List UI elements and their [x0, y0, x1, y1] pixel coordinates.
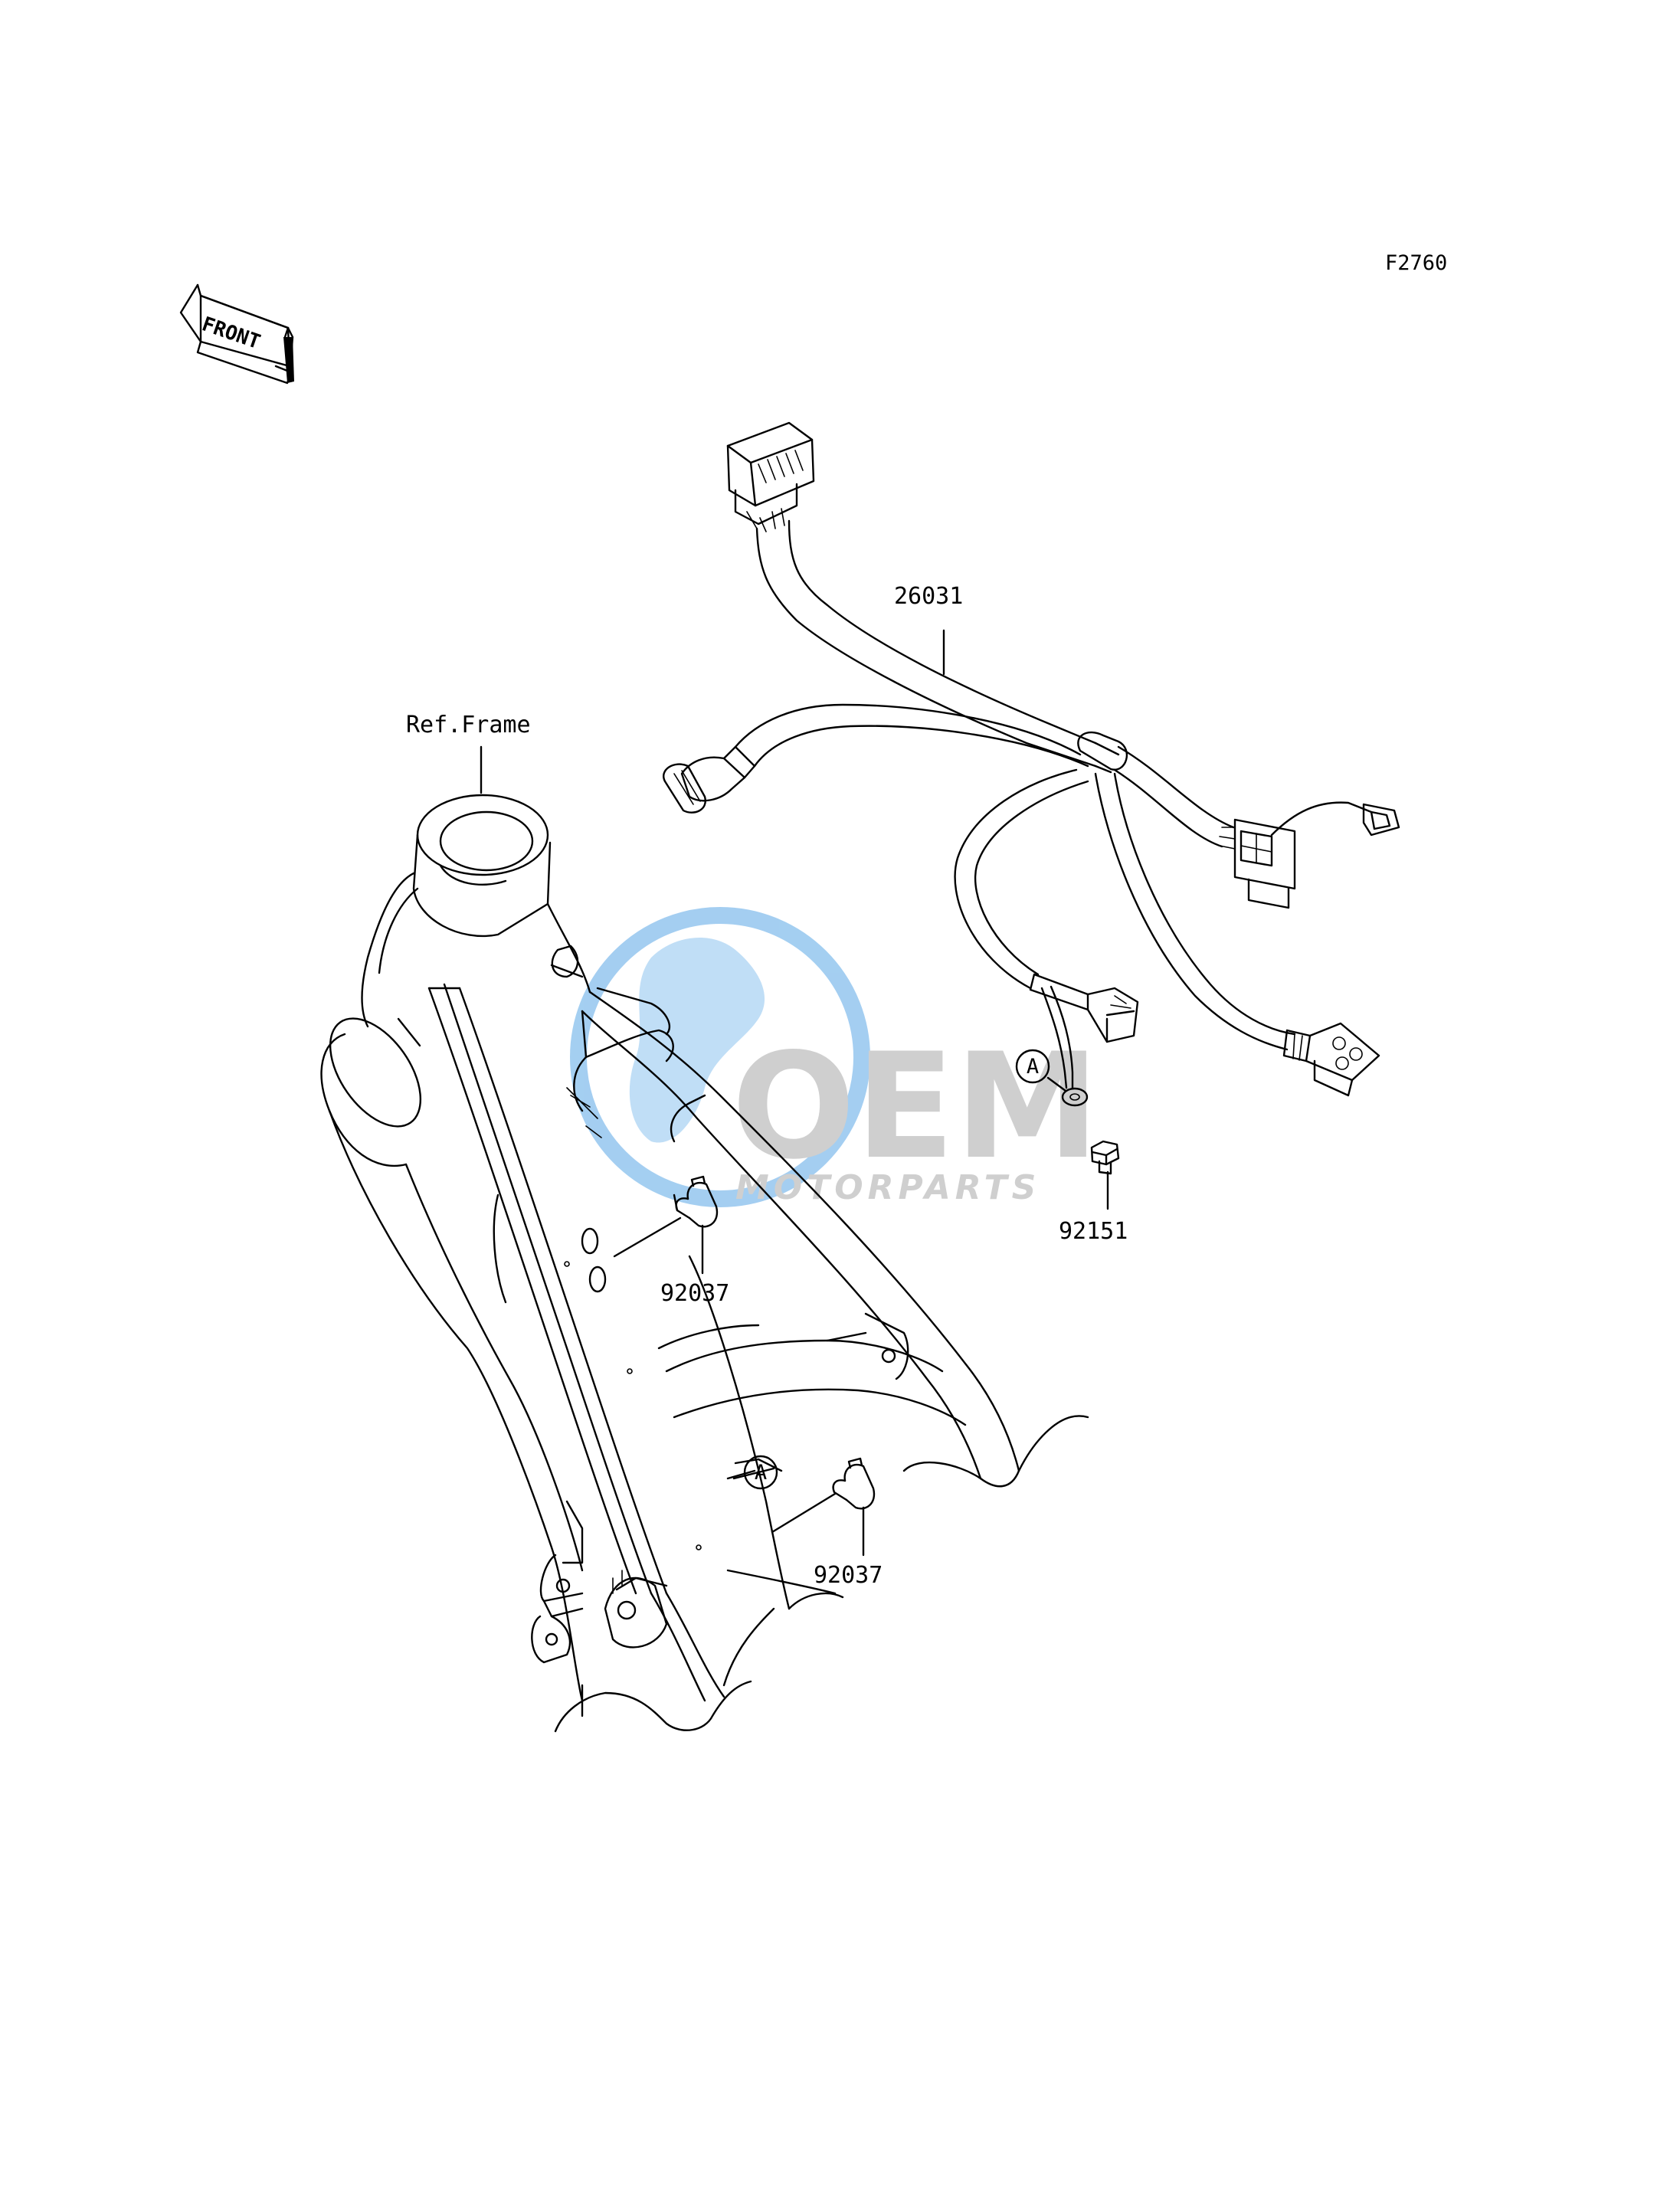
watermark-logo-text: OEM	[732, 1022, 1099, 1191]
leader-lines	[480, 629, 1109, 1557]
frame	[320, 794, 1089, 1733]
marker-a-frame: A	[743, 1455, 778, 1490]
svg-text:A: A	[755, 1461, 767, 1485]
watermark-globe-continent	[629, 937, 765, 1143]
connector-2pin-small	[1362, 803, 1400, 837]
main-connector	[726, 421, 815, 532]
clamp-92037-lower	[832, 1457, 876, 1510]
front-arrow-icon: FRONT	[179, 283, 294, 385]
watermark-globe	[570, 907, 870, 1207]
label-ref-frame: Ref.Frame	[406, 712, 531, 738]
ground-ring-terminal	[1061, 1087, 1089, 1107]
label-bolt-92151: 92151	[1059, 1218, 1128, 1245]
front-arrow-label: FRONT	[199, 313, 264, 354]
label-clamp-lower-92037: 92037	[814, 1562, 883, 1589]
oem-motorparts-watermark: OEM MOTORPARTS	[570, 907, 1099, 1207]
clamp-92037-upper	[673, 1175, 719, 1228]
svg-text:A: A	[1027, 1055, 1039, 1079]
bolt-92151	[1090, 1140, 1120, 1175]
connector-4pin	[1029, 973, 1139, 1043]
label-clamp-upper-92037: 92037	[660, 1280, 729, 1307]
connector-left	[663, 745, 756, 814]
watermark-sub-text: MOTORPARTS	[735, 1168, 1040, 1207]
diagram-code: F2760	[1385, 251, 1447, 275]
connector-6pin	[1282, 1022, 1380, 1097]
connector-8pin	[1233, 818, 1296, 909]
marker-a-harness: A	[1015, 1049, 1050, 1084]
label-harness-26031: 26031	[894, 583, 963, 610]
wiring-harness-26031	[663, 421, 1400, 1107]
